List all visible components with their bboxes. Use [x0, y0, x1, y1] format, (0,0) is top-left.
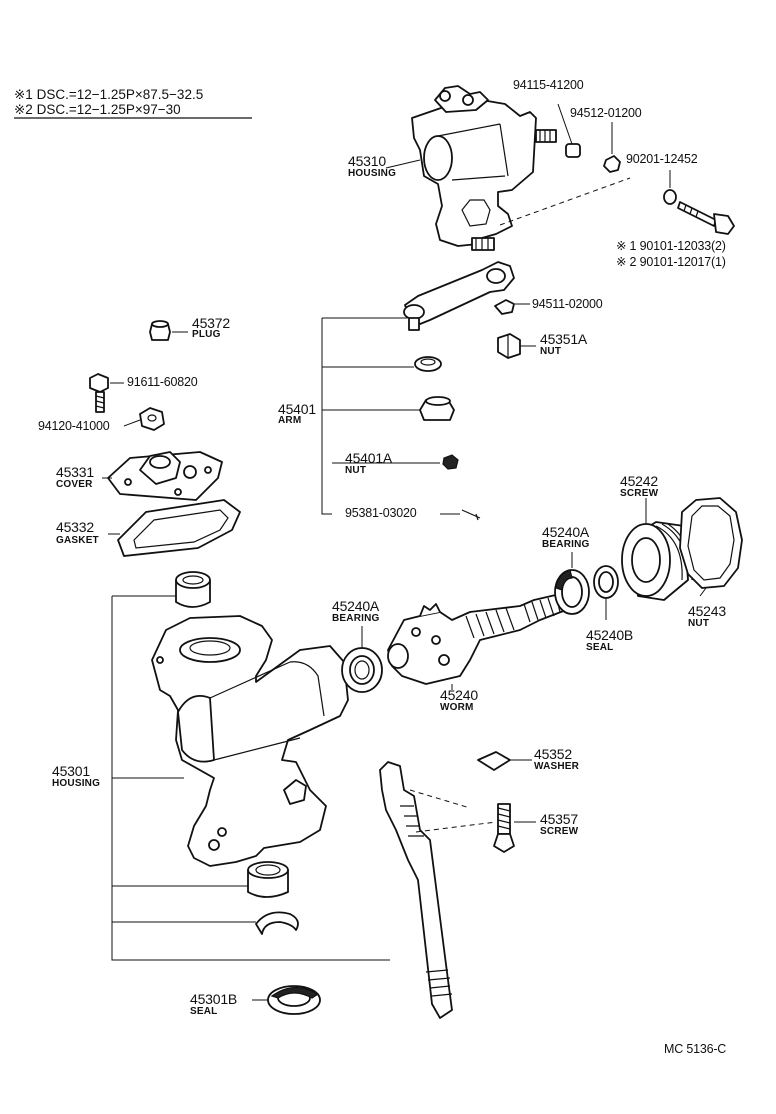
- bolt-91611-drawing: [89, 373, 109, 413]
- sector-shaft-drawing: [379, 761, 453, 1019]
- arm-bracket: [321, 318, 332, 515]
- part-number-45401A: 45401A: [345, 450, 393, 466]
- worm-shaft-drawing: [387, 593, 567, 685]
- part-number-45352: 45352: [534, 746, 572, 762]
- part-name-45401: ARM: [278, 415, 302, 426]
- nut-45351A-drawing: [497, 333, 521, 359]
- part-number-94511: 94511-02000: [532, 297, 603, 311]
- part-name-45357: SCREW: [540, 826, 579, 837]
- part-name-45240: WORM: [440, 702, 474, 713]
- part-name-45332: GASKET: [56, 535, 99, 546]
- boot-drawing: [419, 396, 455, 421]
- assembly-dashed-line: [499, 177, 631, 226]
- part-number-45243: 45243: [688, 603, 726, 619]
- note-line-1: ※1 DSC.=12−1.25P×87.5−32.5: [14, 87, 204, 102]
- part-name-45301: HOUSING: [52, 778, 101, 789]
- housing-bracket: [111, 596, 390, 961]
- washer-90201-drawing: [663, 189, 677, 205]
- snap-ring-drawing: [255, 911, 299, 935]
- housing-assembly-45310-drawing: [411, 85, 557, 251]
- diagram-code: MC 5136-C: [664, 1042, 727, 1056]
- note-line-2: ※2 DSC.=12−1.25P×97−30: [14, 102, 181, 117]
- part-name-45352: WASHER: [534, 761, 580, 772]
- part-number-45240A-right: 45240A: [542, 524, 590, 540]
- part-number-bolt-2: ※ 2 90101-12017(1): [616, 255, 726, 269]
- cover-45331-drawing: [107, 451, 223, 501]
- bearing-45240A-right-drawing: [554, 569, 590, 615]
- part-number-45331: 45331: [56, 464, 94, 480]
- part-number-45240B: 45240B: [586, 627, 634, 643]
- screw-45357-drawing: [493, 803, 515, 853]
- part-number-45372: 45372: [192, 315, 230, 331]
- part-number-45332: 45332: [56, 519, 94, 535]
- sector-dashed-line: [409, 789, 497, 833]
- nut-94115-drawing: [565, 143, 581, 158]
- needle-bearing-top-drawing: [175, 571, 211, 608]
- part-number-94512: 94512-01200: [570, 106, 642, 120]
- part-name-45331: COVER: [56, 479, 93, 490]
- part-name-45240A-right: BEARING: [542, 539, 590, 550]
- seal-45301B-drawing: [267, 985, 321, 1015]
- part-number-95381: 95381-03020: [345, 506, 417, 520]
- part-number-94115: 94115-41200: [513, 78, 584, 92]
- main-housing-45301-drawing: [151, 615, 349, 867]
- washer-45352-drawing: [477, 751, 511, 771]
- pitman-arm-drawing: [403, 261, 515, 331]
- part-name-45243: NUT: [688, 618, 710, 629]
- bearing-45240A-left-drawing: [341, 647, 383, 693]
- part-name-45240A-left: BEARING: [332, 613, 380, 624]
- part-number-45301B: 45301B: [190, 991, 238, 1007]
- part-number-94120: 94120-41000: [38, 419, 110, 433]
- plug-45372-drawing: [149, 320, 171, 341]
- part-number-45240A-left: 45240A: [332, 598, 380, 614]
- part-number-45240: 45240: [440, 687, 478, 703]
- part-number-45357: 45357: [540, 811, 578, 827]
- part-name-45401A: NUT: [345, 465, 367, 476]
- nut-45401A-drawing: [442, 454, 459, 470]
- part-number-bolt-1: ※ 1 90101-12033(2): [616, 239, 726, 253]
- part-name-45351A: NUT: [540, 346, 562, 357]
- part-number-45301: 45301: [52, 763, 90, 779]
- needle-bearing-bottom-drawing: [247, 861, 289, 898]
- washer-94512-drawing: [603, 155, 621, 173]
- part-number-90201: 90201-12452: [626, 152, 698, 166]
- cotter-pin-drawing: [461, 509, 481, 521]
- part-name-45301B: SEAL: [190, 1006, 218, 1017]
- washer-94511-drawing: [494, 299, 515, 315]
- bolt-90101-drawing: [677, 201, 735, 235]
- part-name-45310: HOUSING: [348, 168, 397, 179]
- lock-nut-45243-drawing: [679, 497, 743, 589]
- part-number-91611: 91611-60820: [127, 375, 198, 389]
- seal-45240B-drawing: [593, 565, 619, 599]
- part-name-45372: PLUG: [192, 329, 221, 340]
- part-number-45310: 45310: [348, 153, 386, 169]
- part-name-45240B: SEAL: [586, 642, 614, 653]
- part-number-45401: 45401: [278, 401, 316, 417]
- part-number-45351A: 45351A: [540, 331, 588, 347]
- gasket-45332-drawing: [117, 499, 241, 557]
- part-number-45242: 45242: [620, 473, 658, 489]
- part-name-45242: SCREW: [620, 488, 659, 499]
- nut-94120-drawing: [139, 407, 165, 431]
